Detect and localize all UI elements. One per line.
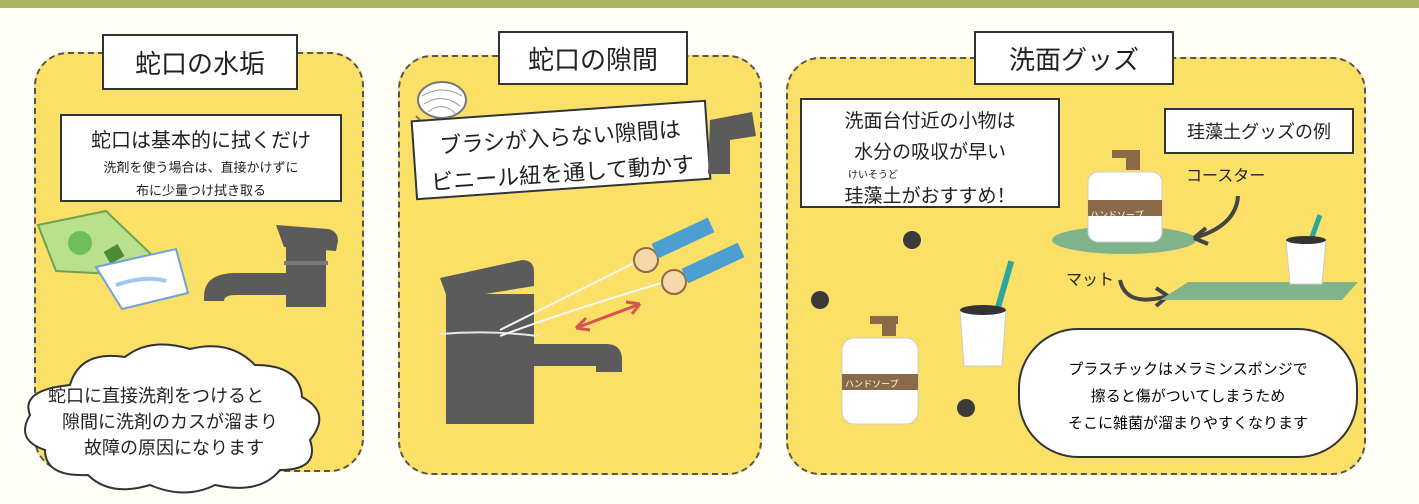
- wash-goods-illustration: [811, 150, 1358, 425]
- small-faucet-icon: [708, 112, 756, 174]
- soap-bottle-2-icon: [841, 316, 919, 425]
- soap-bottle-icon: [1087, 150, 1163, 243]
- cloud-line-2: 隙間に洗剤のカスが溜まり: [62, 412, 278, 433]
- tip-main: 蛇口は基本的に拭くだけ: [91, 128, 311, 152]
- goods-ruby: けいそうど: [848, 170, 898, 181]
- cloud-line-1: 蛇口に直接洗剤をつけると: [48, 386, 264, 407]
- faucet-icon: [439, 260, 622, 424]
- tip-sub-1: 洗剤を使う場合は、直接かけずに: [103, 161, 299, 176]
- goods-note-line-2: 水分の吸収が早い: [853, 141, 1006, 163]
- faucet-gap-illustration: [439, 112, 756, 424]
- bubble-line-1: プラスチックはメラミンスポンジで: [1068, 360, 1308, 378]
- soap-label-1: ハンドソープ: [1090, 211, 1144, 221]
- top-rule: [0, 0, 1419, 8]
- panel-title-faucet-scale: 蛇口の水垢: [102, 34, 298, 90]
- toothbrush-tool-2-icon: [661, 242, 745, 295]
- tip-note-wash-goods: 洗面台付近の小物は 水分の吸収が早い けいそうど 珪藻土がおすすめ！: [800, 98, 1060, 208]
- tip-sub-2: 布に少量つけ拭き取る: [135, 184, 266, 199]
- mat-icon: [1160, 282, 1358, 300]
- goods-note-line-1: 洗面台付近の小物は: [844, 110, 1016, 132]
- tip-note-faucet-scale: 蛇口は基本的に拭くだけ 洗剤を使う場合は、直接かけずに 布に少量つけ拭き取る: [60, 114, 342, 202]
- toothbrush-cup-icon: [1285, 214, 1327, 285]
- double-arrow-icon: [574, 300, 642, 332]
- toothbrush-cup-2-icon: [959, 260, 1015, 367]
- mat-label: マット: [1066, 270, 1115, 289]
- plastic-warning-bubble: プラスチックはメラミンスポンジで 擦ると傷がついてしまうため そこに雑菌が溜まり…: [1018, 328, 1358, 458]
- coaster-arrow-icon: [1193, 195, 1240, 240]
- coaster-label: コースター: [1186, 166, 1266, 185]
- warning-cloud: [24, 343, 321, 494]
- panel-title-faucet-gap: 蛇口の隙間: [498, 31, 688, 85]
- panel-title-wash-goods: 洗面グッズ: [974, 31, 1174, 85]
- toothbrush-tool-icon: [633, 217, 715, 273]
- example-label: 珪藻土グッズの例: [1187, 122, 1331, 143]
- bubble-line-3: そこに雑菌が溜まりやすくなります: [1067, 414, 1308, 432]
- soap-label-2: ハンドソープ: [845, 380, 899, 390]
- goods-note-line-3: 珪藻土がおすすめ！: [844, 185, 1016, 207]
- faucet-icon: [204, 225, 338, 307]
- example-label-box: 珪藻土グッズの例: [1164, 108, 1354, 154]
- cloud-line-3: 故障の原因になります: [84, 438, 264, 459]
- bubble-line-2: 擦ると傷がついてしまうため: [1090, 387, 1286, 405]
- faucet-scale-illustration: [36, 209, 338, 311]
- mat-arrow-icon: [1118, 279, 1169, 302]
